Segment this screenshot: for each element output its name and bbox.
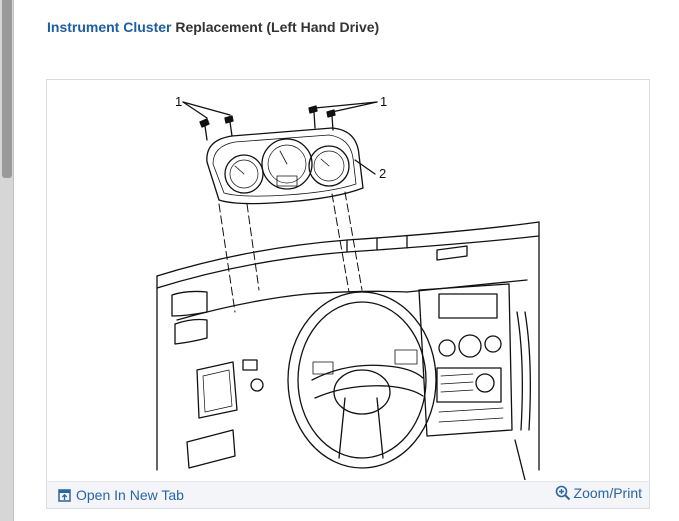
- callout-labels: 1 1 2: [175, 94, 387, 181]
- page-title: Instrument Cluster Replacement (Left Han…: [47, 19, 379, 35]
- callout-leader-lines: [182, 101, 378, 175]
- instrument-cluster-diagram: 1 1 2: [156, 94, 540, 480]
- bolt-fasteners: [199, 105, 336, 141]
- zoom-print-label: Zoom/Print: [573, 485, 642, 501]
- open-in-new-tab-link[interactable]: Open In New Tab: [58, 487, 184, 503]
- zoom-in-icon: [555, 485, 571, 501]
- title-text: Replacement (Left Hand Drive): [171, 19, 380, 35]
- dashboard: [156, 221, 540, 471]
- title-link-instrument-cluster[interactable]: Instrument Cluster: [47, 19, 172, 35]
- scrollbar-thumb[interactable]: [2, 0, 12, 178]
- open-in-new-tab-icon: [58, 488, 71, 502]
- scrollbar-track[interactable]: [0, 0, 14, 521]
- callout-1-right: 1: [380, 94, 387, 109]
- figure-container: 1 1 2 Open In New Tab: [46, 79, 650, 509]
- zoom-print-link[interactable]: Zoom/Print: [555, 485, 642, 501]
- open-in-new-tab-label: Open In New Tab: [76, 487, 184, 503]
- callout-1-left: 1: [175, 94, 182, 109]
- figure-footer: Open In New Tab Zoom/Print: [47, 481, 649, 508]
- center-stack: [418, 283, 531, 480]
- steering-wheel: [287, 291, 437, 469]
- instrument-cluster: [206, 127, 364, 205]
- callout-2: 2: [379, 166, 386, 181]
